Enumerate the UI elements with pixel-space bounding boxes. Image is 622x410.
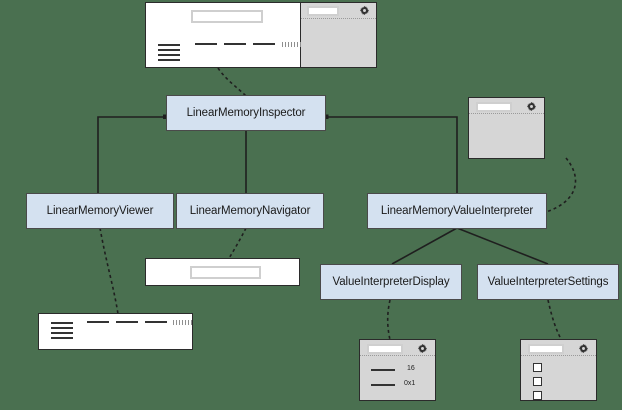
mockup-text-line xyxy=(158,54,180,56)
node-label: ValueInterpreterDisplay xyxy=(332,276,450,288)
mockup-value-text: 16 xyxy=(407,365,415,372)
mockup-setting-checkbox[interactable] xyxy=(533,391,542,400)
node-linear-memory-navigator[interactable]: LinearMemoryNavigator xyxy=(176,193,324,229)
node-value-interpreter-display[interactable]: ValueInterpreterDisplay xyxy=(320,264,462,300)
mockup-toolbar xyxy=(469,98,544,114)
mockup-text-line xyxy=(158,49,180,51)
linear-memory-viewer-mockup xyxy=(38,313,193,350)
mockup-byte-group xyxy=(195,43,217,45)
mockup-value-label-line xyxy=(371,384,395,386)
mockup-text-line xyxy=(51,332,73,334)
gear-icon[interactable] xyxy=(527,102,536,111)
mockup-text-line xyxy=(51,322,73,324)
mockup-setting-checkbox[interactable] xyxy=(533,363,542,372)
node-label: LinearMemoryViewer xyxy=(46,205,154,217)
mockup-byte-group xyxy=(224,43,246,45)
mockup-setting-checkbox[interactable] xyxy=(533,377,542,386)
mockup-text-line xyxy=(51,337,73,339)
mockup-text-line xyxy=(158,59,180,61)
node-linear-memory-viewer[interactable]: LinearMemoryViewer xyxy=(26,193,174,229)
mockup-address-input[interactable] xyxy=(191,10,263,23)
gear-icon[interactable] xyxy=(579,344,588,353)
mockup-toolbar-input[interactable] xyxy=(307,6,339,16)
mockup-ascii-dots xyxy=(282,42,310,47)
value-interpreter-display-mockup: 16 0x1 xyxy=(359,339,436,401)
mockup-toolbar xyxy=(521,340,596,356)
mockup-byte-group xyxy=(253,43,275,45)
linear-memory-value-interpreter-mockup xyxy=(468,97,545,159)
mockup-toolbar-input[interactable] xyxy=(367,344,403,354)
mockup-byte-group xyxy=(87,321,109,323)
mockup-text-line xyxy=(158,44,180,46)
mockup-toolbar-input[interactable] xyxy=(528,344,564,354)
node-linear-memory-value-interpreter[interactable]: LinearMemoryValueInterpreter xyxy=(367,193,547,229)
mockup-address-input[interactable] xyxy=(190,266,261,279)
mockup-ascii-dots xyxy=(173,320,192,325)
linear-memory-inspector-mockup xyxy=(145,2,377,68)
mockup-toolbar xyxy=(360,340,435,356)
mockup-text-line xyxy=(51,327,73,329)
linear-memory-navigator-mockup xyxy=(145,258,300,286)
mockup-value-text: 0x1 xyxy=(404,380,416,387)
node-label: LinearMemoryNavigator xyxy=(189,205,311,217)
mockup-interpreter-pane xyxy=(301,3,376,67)
node-label: LinearMemoryInspector xyxy=(186,107,306,119)
mockup-toolbar xyxy=(301,3,376,19)
mockup-toolbar-input[interactable] xyxy=(476,102,512,112)
gear-icon[interactable] xyxy=(418,344,427,353)
mockup-value-label-line xyxy=(371,369,395,371)
node-label: ValueInterpreterSettings xyxy=(487,276,609,288)
mockup-byte-group xyxy=(116,321,138,323)
value-interpreter-settings-mockup xyxy=(520,339,597,401)
node-value-interpreter-settings[interactable]: ValueInterpreterSettings xyxy=(477,264,619,300)
node-label: LinearMemoryValueInterpreter xyxy=(380,205,534,217)
node-linear-memory-inspector[interactable]: LinearMemoryInspector xyxy=(166,95,326,131)
mockup-byte-group xyxy=(145,321,167,323)
gear-icon[interactable] xyxy=(360,6,369,15)
mockup-memory-pane xyxy=(146,3,310,67)
